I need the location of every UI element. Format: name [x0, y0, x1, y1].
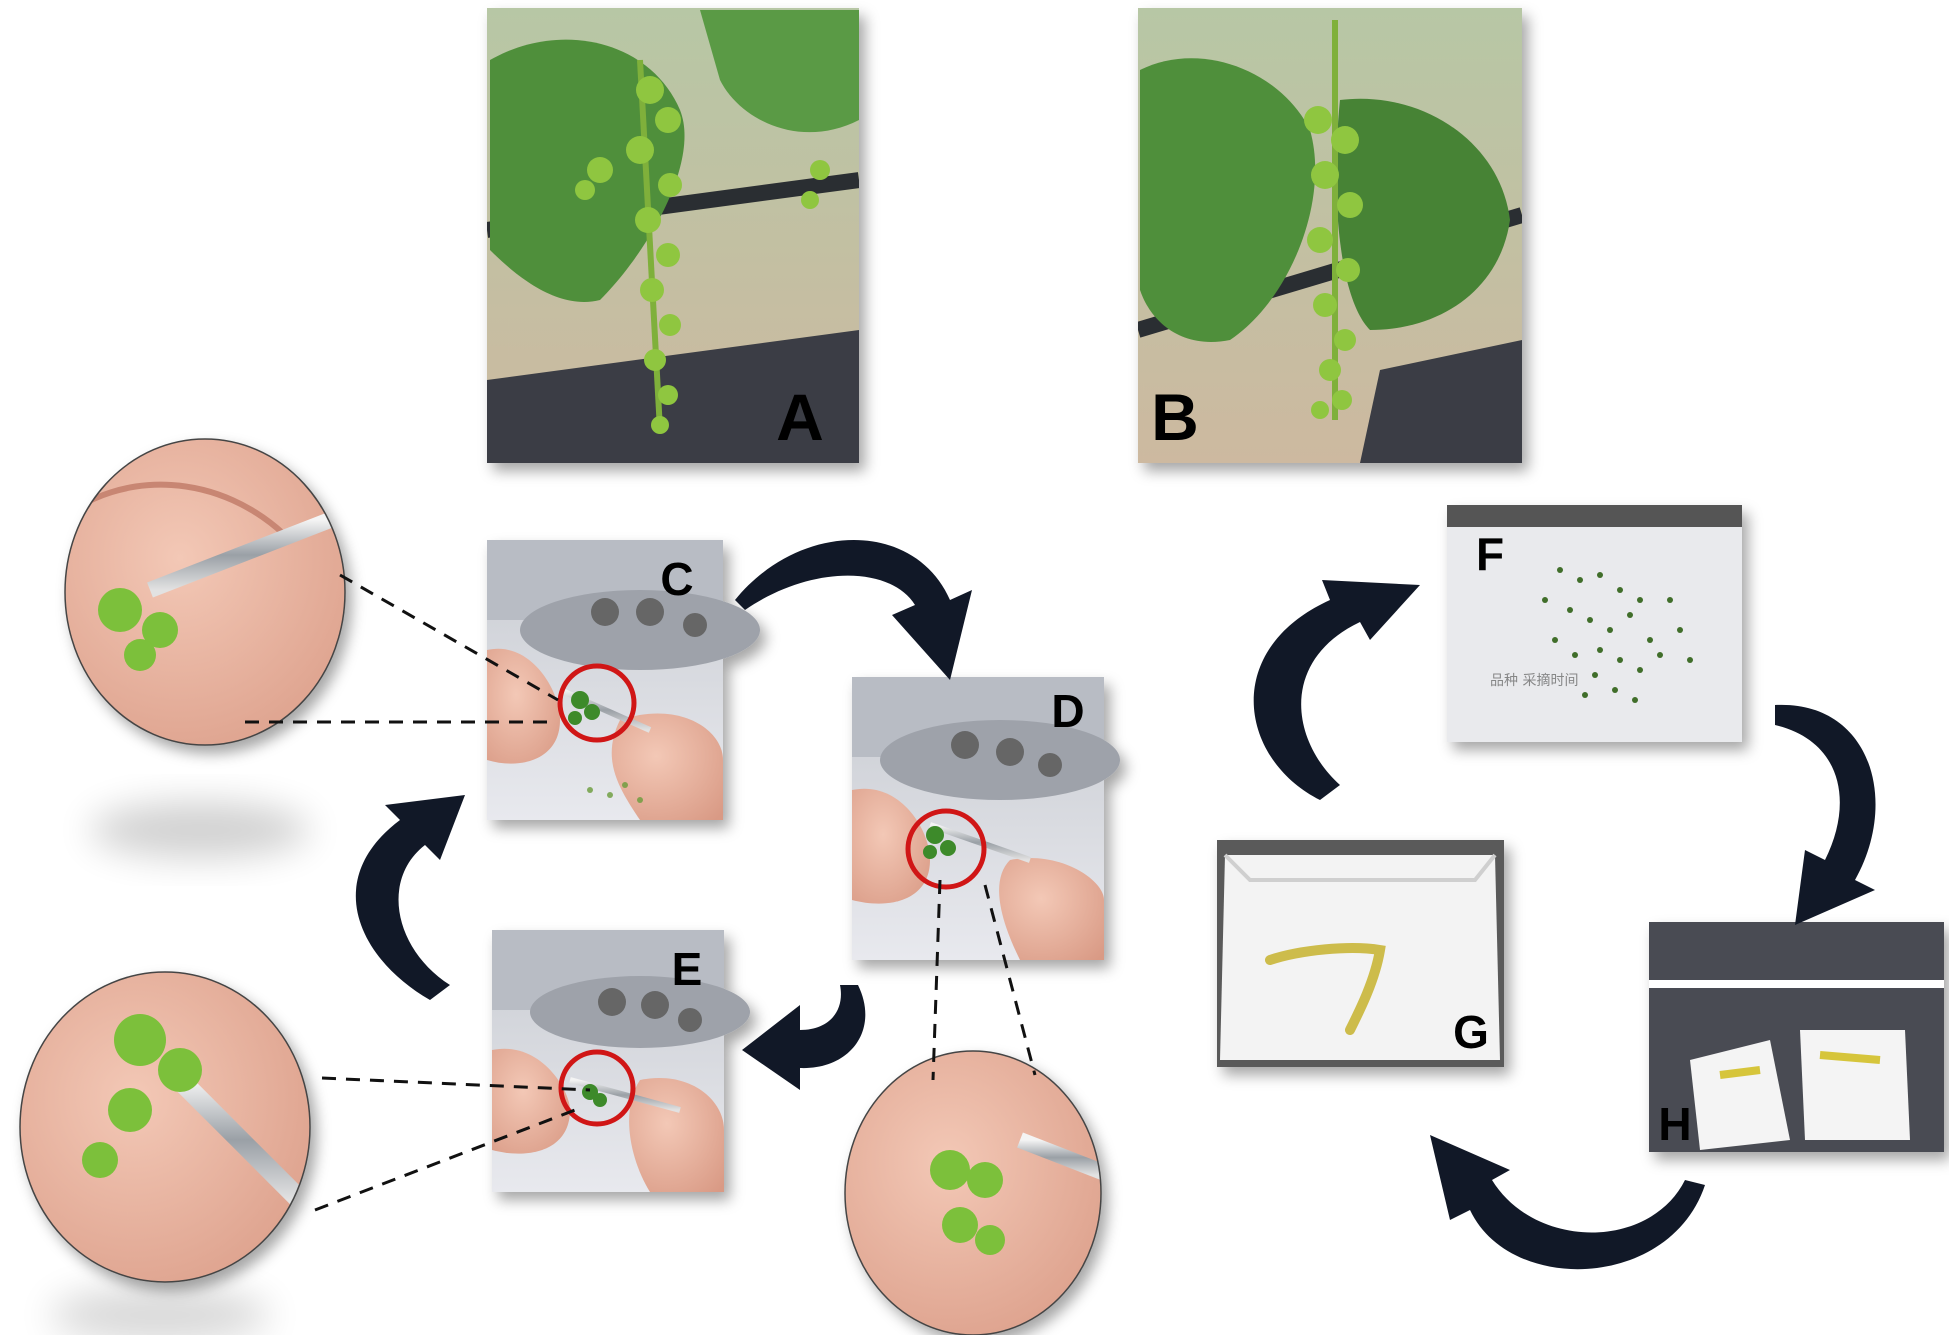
zoom-inset-d [844, 1050, 1102, 1335]
pollen-streak [1265, 943, 1386, 1035]
curved-arrow-f-to-h [1775, 704, 1876, 925]
panel-f: 品种 采摘时间 F [1447, 505, 1742, 742]
oval-shadow [50, 1287, 270, 1335]
zoom-connectors [245, 573, 1037, 1212]
panel-d: D [852, 677, 1120, 960]
panel-label-f: F [1476, 528, 1504, 580]
panel-h: H [1649, 922, 1944, 1152]
panel-label-e: E [672, 943, 703, 995]
curved-arrow-e-to-c [355, 795, 465, 1000]
inflorescence [575, 76, 830, 434]
curved-arrow-g-to-f [1253, 580, 1420, 800]
highlight-ring [558, 1049, 636, 1127]
panel-c: C [487, 540, 760, 820]
panel-label-a: A [776, 380, 824, 454]
highlight-ring [557, 663, 637, 743]
highlight-ring [905, 808, 987, 890]
panel-a: A [487, 8, 859, 463]
oval-shadow [90, 802, 310, 858]
curved-arrow-h-to-g [1430, 1135, 1705, 1270]
anther-dots [1542, 567, 1693, 703]
curved-arrow-c-to-d [735, 540, 972, 680]
inflorescence [1304, 106, 1363, 419]
panel-label-b: B [1151, 380, 1199, 454]
panel-e: E [492, 930, 750, 1192]
process-arrows [355, 540, 1876, 1270]
panel-label-h: H [1658, 1098, 1691, 1150]
panel-label-d: D [1051, 685, 1084, 737]
panel-b: B [1138, 8, 1522, 463]
panel-label-c: C [660, 553, 693, 605]
panel-g: G [1217, 840, 1504, 1067]
zoom-inset-c [64, 438, 346, 746]
zoom-inset-e [19, 971, 311, 1283]
panel-label-g: G [1453, 1006, 1489, 1058]
handwriting: 品种 采摘时间 [1490, 672, 1578, 689]
grape-leaf [1336, 98, 1510, 330]
grape-leaf [1140, 58, 1316, 342]
curved-arrow-d-to-e [742, 985, 866, 1090]
grape-leaf [700, 10, 859, 133]
